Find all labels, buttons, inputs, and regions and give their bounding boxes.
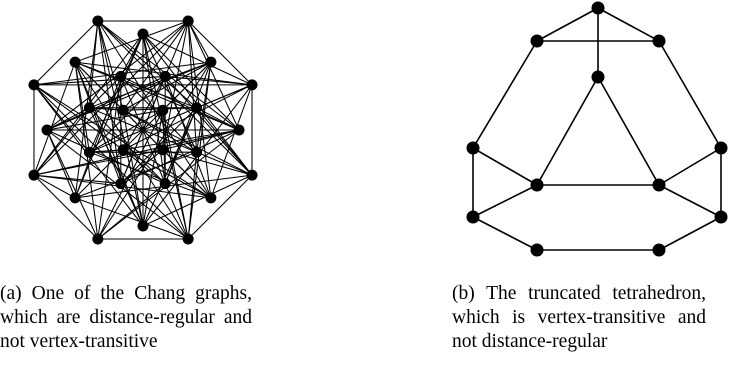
graph-vertex bbox=[182, 233, 194, 245]
graph-edge bbox=[120, 149, 164, 184]
graph-edge bbox=[597, 7, 660, 42]
graph-edge bbox=[74, 61, 144, 227]
graph-vertex bbox=[83, 102, 95, 114]
graph-edge bbox=[164, 76, 212, 199]
graph-edge bbox=[187, 20, 253, 86]
graph-edge bbox=[472, 216, 538, 251]
graph-vertex bbox=[466, 210, 480, 224]
graph-vertex bbox=[191, 102, 203, 114]
graph-vertex bbox=[83, 146, 95, 158]
graph-vertex bbox=[652, 178, 666, 192]
graph-edge bbox=[74, 61, 197, 109]
graph-edge bbox=[187, 20, 212, 63]
graph-vertex bbox=[157, 104, 169, 116]
graph-vertex bbox=[233, 124, 245, 136]
graph-edge bbox=[122, 76, 166, 151]
graph-edge bbox=[88, 33, 144, 153]
graph-edge bbox=[33, 20, 99, 86]
graph-edge bbox=[74, 151, 197, 199]
graph-edge bbox=[74, 61, 212, 199]
graph-edge bbox=[472, 40, 538, 149]
graph-vertex bbox=[591, 70, 605, 84]
graph-vertex bbox=[246, 169, 258, 181]
graph-vertex bbox=[530, 34, 544, 48]
graph-edge bbox=[74, 33, 144, 199]
graph-vertex bbox=[41, 124, 53, 136]
panel-b-truncated-tetrahedron: (b) The truncated tetrahedron, which is … bbox=[440, 0, 733, 392]
truncated-tetrahedron-drawing bbox=[466, 1, 728, 257]
graph-vertex bbox=[157, 144, 169, 156]
graph-edge bbox=[472, 184, 538, 218]
graph-edge bbox=[122, 149, 166, 184]
graph-vertex bbox=[246, 79, 258, 91]
graph-edge bbox=[122, 61, 212, 111]
graph-vertex bbox=[137, 220, 149, 232]
graph-vertex bbox=[652, 243, 666, 257]
graph-edge bbox=[46, 61, 212, 131]
graph-edge bbox=[120, 107, 197, 184]
graph-edge bbox=[142, 107, 198, 227]
graph-edge bbox=[46, 129, 166, 185]
graph-edge bbox=[46, 75, 166, 131]
graph-vertex bbox=[117, 104, 129, 116]
graph-vertex bbox=[92, 15, 104, 27]
graph-vertex bbox=[530, 178, 544, 192]
graph-vertex bbox=[115, 70, 127, 82]
graph-edge bbox=[89, 107, 166, 184]
graph-edge bbox=[658, 40, 722, 149]
graph-vertex bbox=[591, 1, 605, 15]
graph-vertex bbox=[205, 192, 217, 204]
graph-vertex bbox=[159, 178, 171, 190]
graph-edge bbox=[89, 84, 253, 153]
graph-edge bbox=[142, 33, 198, 153]
graph-vertex bbox=[28, 169, 40, 181]
graph-edge bbox=[597, 76, 660, 186]
graph-vertex bbox=[115, 178, 127, 190]
graph-vertex bbox=[466, 141, 480, 155]
graph-vertex bbox=[69, 56, 81, 68]
graph-edge bbox=[74, 76, 122, 199]
graph-edge bbox=[472, 147, 538, 186]
graph-edge bbox=[74, 61, 122, 184]
chang-graph-drawing bbox=[28, 15, 258, 245]
graph-edge bbox=[88, 107, 144, 227]
graph-vertex bbox=[69, 192, 81, 204]
graph-vertex bbox=[191, 146, 203, 158]
graph-edge bbox=[97, 20, 124, 111]
panel-a-chang-graph: (a) One of the Chang graphs, which are d… bbox=[0, 0, 300, 392]
graph-edge bbox=[46, 129, 76, 199]
graph-edge bbox=[658, 147, 722, 186]
graph-edge bbox=[142, 174, 253, 227]
graph-edge bbox=[33, 174, 99, 240]
graph-edge bbox=[536, 7, 599, 42]
graph-vertex bbox=[182, 15, 194, 27]
graph-edge bbox=[658, 184, 722, 218]
graph-vertex bbox=[652, 34, 666, 48]
graph-edge bbox=[33, 174, 76, 199]
caption-a: (a) One of the Chang graphs, which are d… bbox=[0, 283, 252, 352]
graph-vertex bbox=[137, 28, 149, 40]
graph-edge bbox=[164, 61, 212, 184]
graph-vertex bbox=[92, 233, 104, 245]
graph-vertex bbox=[714, 210, 728, 224]
graph-edge bbox=[89, 109, 164, 153]
graph-edge bbox=[120, 129, 240, 185]
graph-edge bbox=[164, 107, 198, 184]
graph-edge bbox=[89, 151, 212, 199]
graph-edge bbox=[120, 75, 240, 131]
graph-vertex bbox=[530, 243, 544, 257]
caption-b: (b) The truncated tetrahedron, which is … bbox=[452, 283, 706, 352]
graph-vertex bbox=[117, 144, 129, 156]
graph-vertex bbox=[159, 70, 171, 82]
graph-edge bbox=[536, 76, 599, 186]
graph-vertex bbox=[205, 56, 217, 68]
graph-edge bbox=[33, 75, 166, 86]
graph-edge bbox=[46, 129, 99, 240]
graph-edge bbox=[122, 109, 197, 153]
graph-edge bbox=[89, 61, 212, 109]
graph-edge bbox=[658, 216, 722, 251]
graph-vertex bbox=[714, 141, 728, 155]
graph-vertex bbox=[28, 79, 40, 91]
graph-edge bbox=[187, 174, 253, 240]
